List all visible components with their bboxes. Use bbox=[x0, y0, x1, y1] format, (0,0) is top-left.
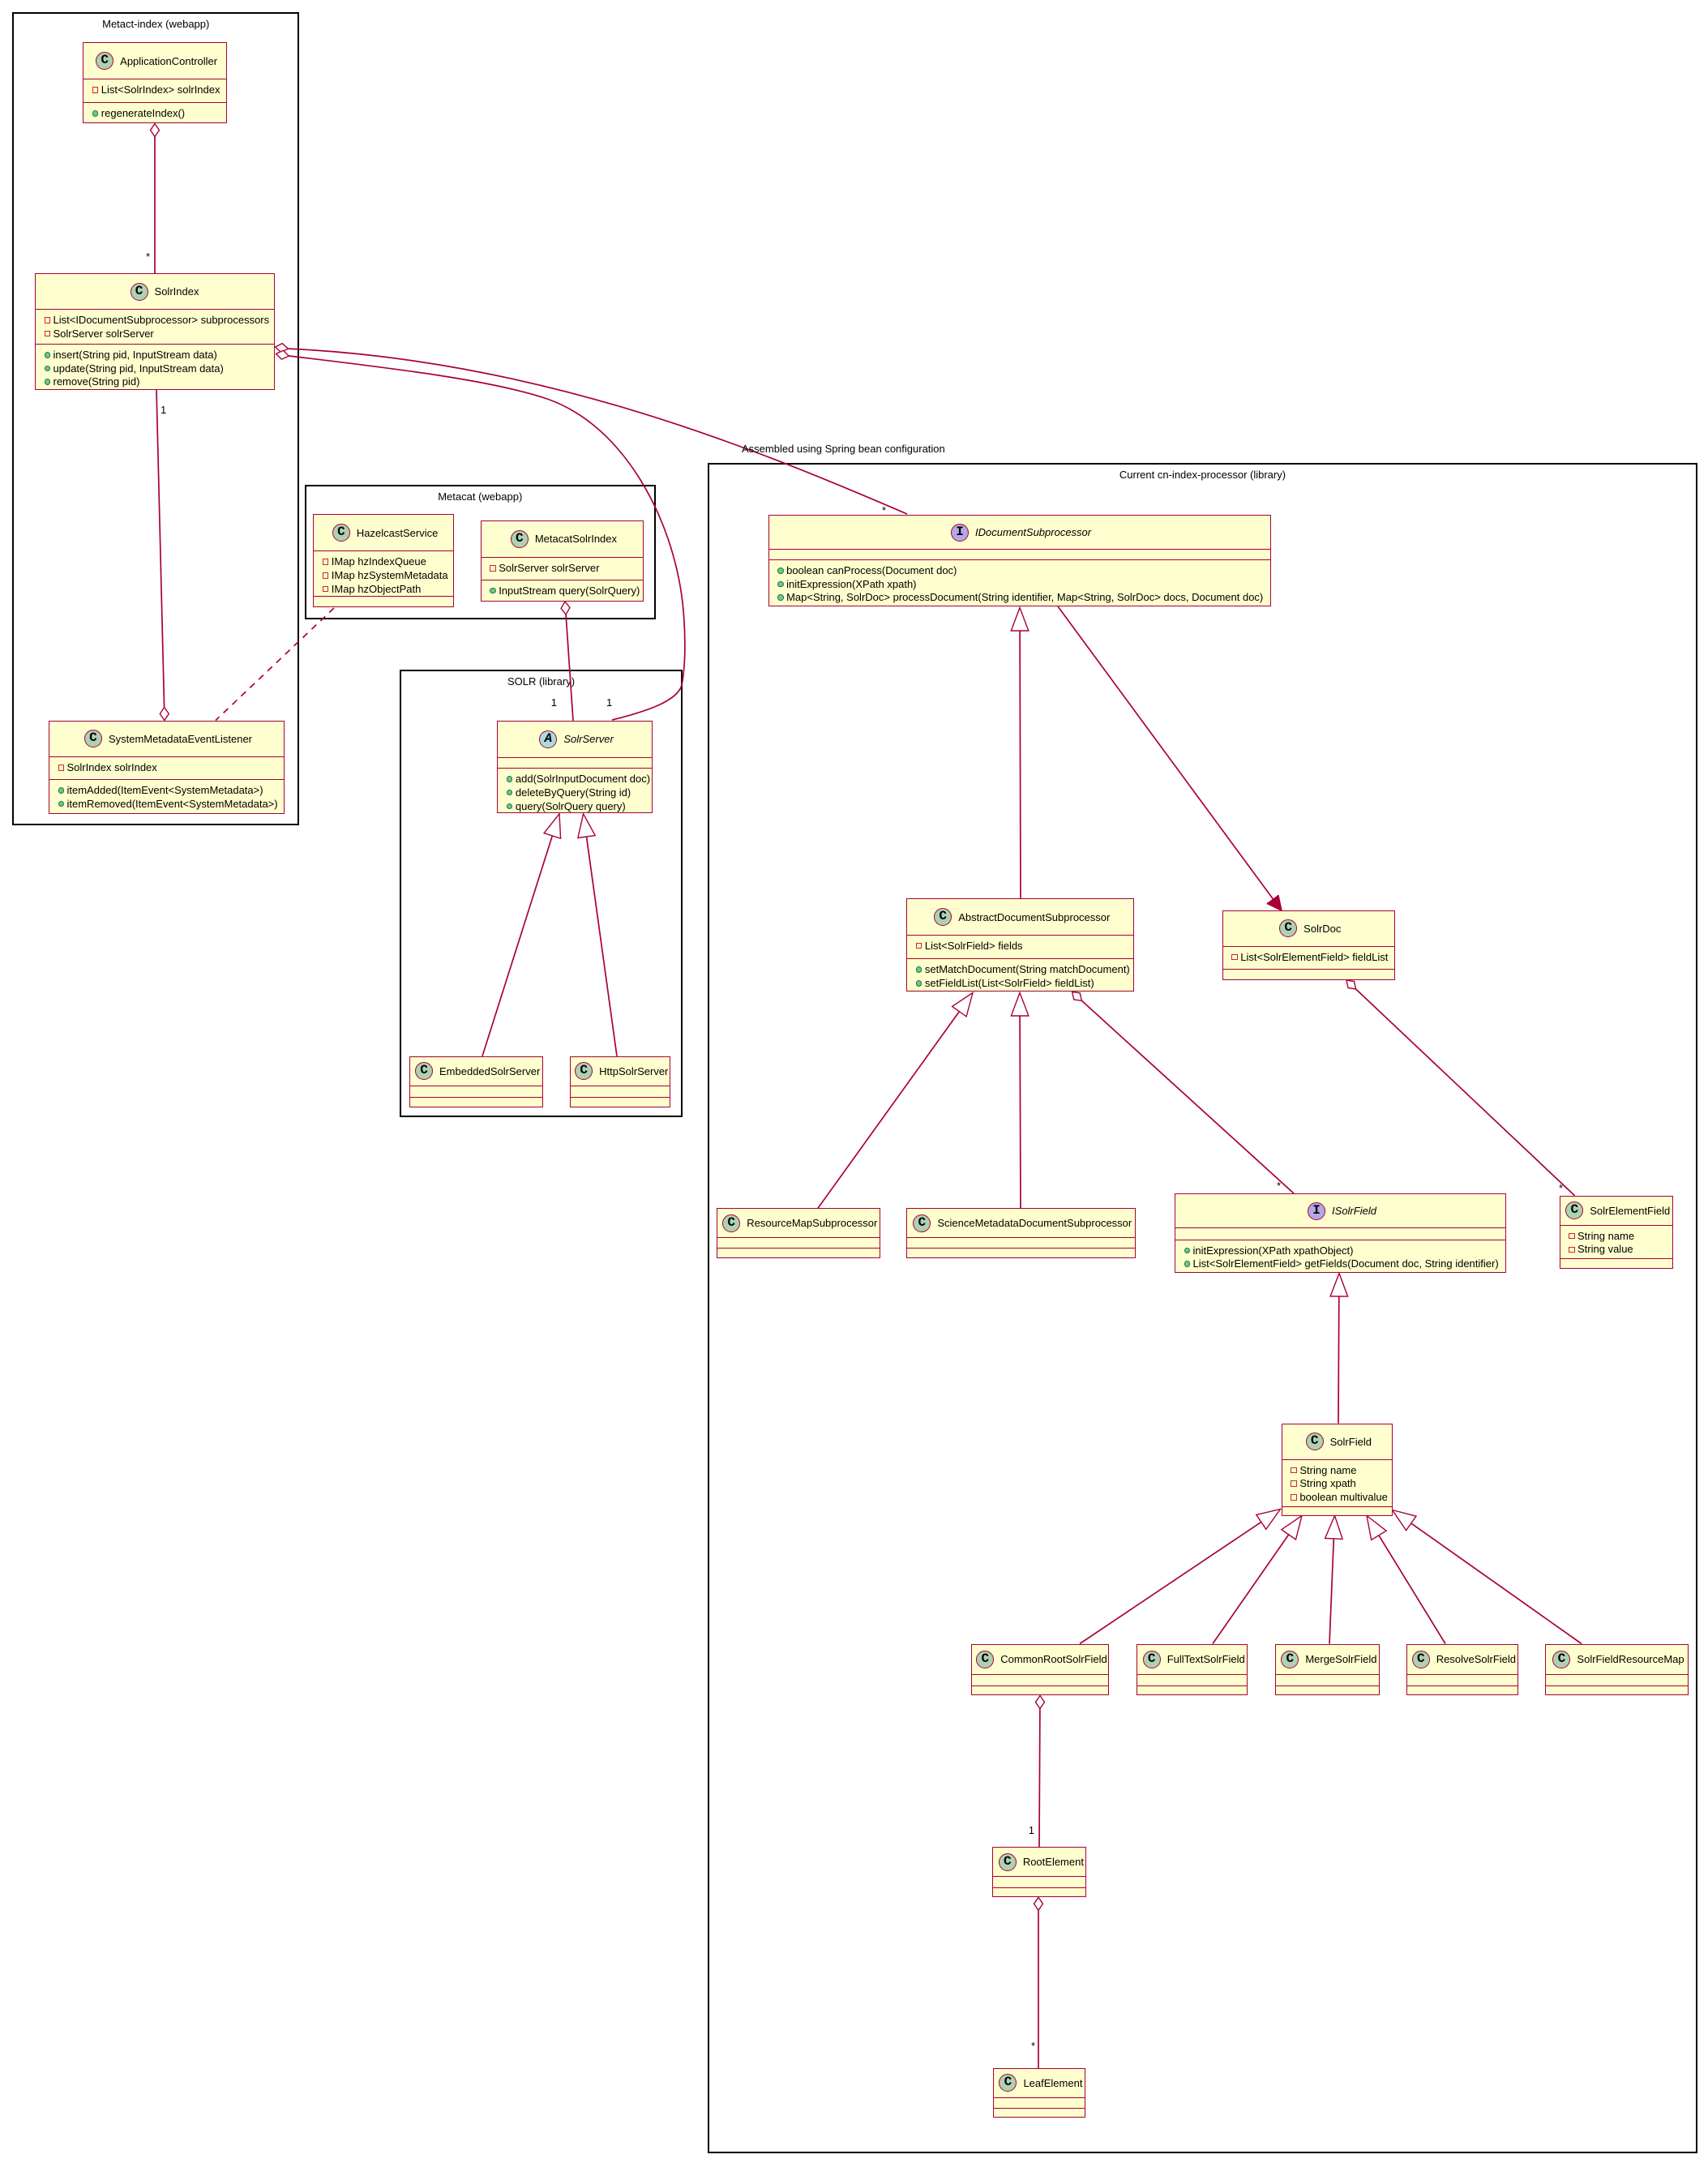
svg-text:*: * bbox=[1277, 1180, 1281, 1192]
svg-text:*: * bbox=[882, 504, 886, 516]
svg-text:*: * bbox=[1559, 1182, 1563, 1194]
svg-text:1: 1 bbox=[161, 404, 166, 416]
svg-text:1: 1 bbox=[551, 696, 557, 709]
svg-text:1: 1 bbox=[606, 696, 612, 709]
svg-text:1: 1 bbox=[1029, 1824, 1034, 1836]
svg-text:*: * bbox=[1031, 2040, 1035, 2052]
svg-text:*: * bbox=[146, 251, 150, 263]
svg-text:Assembled using Spring bean co: Assembled using Spring bean configuratio… bbox=[742, 443, 945, 455]
